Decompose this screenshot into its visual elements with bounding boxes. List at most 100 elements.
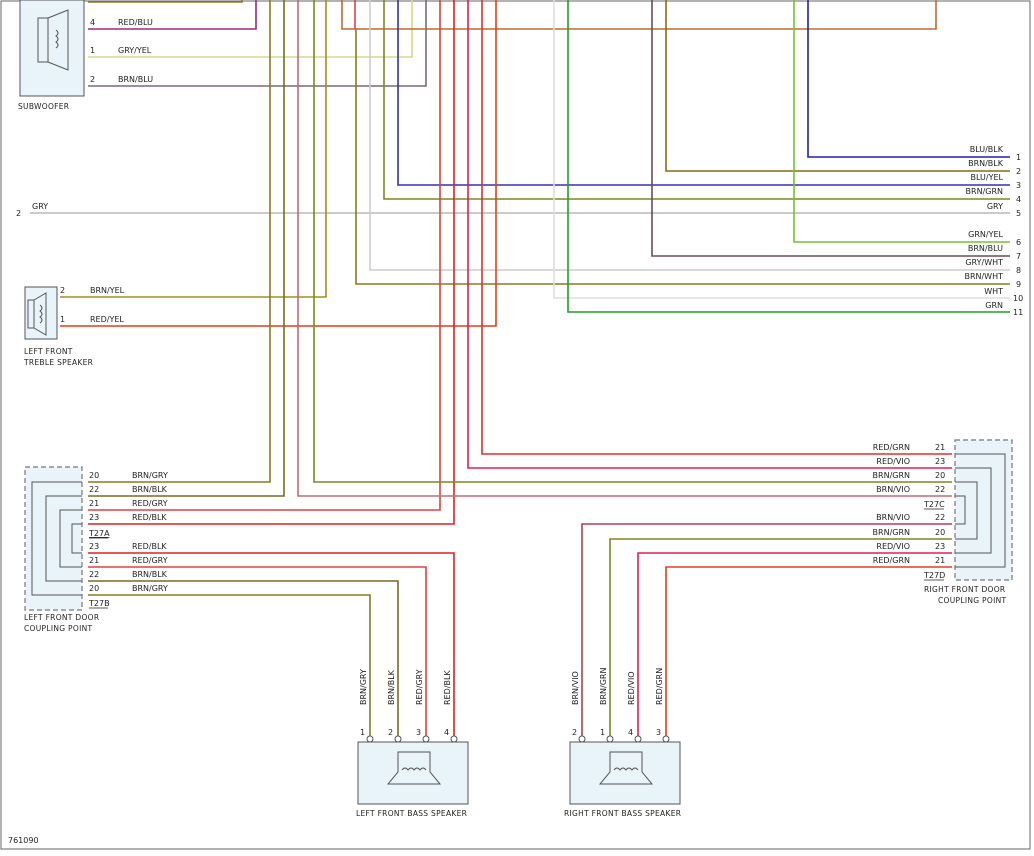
t27a-wire-2: RED/GRY [132, 499, 168, 508]
wire-t27a-20 [88, 0, 271, 483]
t27d-pin-1: 20 [935, 528, 945, 537]
t27d-pin-0: 22 [935, 513, 945, 522]
lfb-pin-0: 1 [360, 728, 365, 737]
right-wire-5: GRY [987, 202, 1003, 211]
t27d-pin-2: 23 [935, 542, 945, 551]
wire-sub-pin1-gry-yel [88, 0, 413, 58]
wire-t27b-20 [88, 594, 371, 736]
lfb-pin-1: 2 [388, 728, 393, 737]
right-wire-4: BRN/GRN [966, 187, 1003, 196]
labels: SUBWOOFER 4 RED/BLU 1 GRY/YEL 2 BRN/BLU … [8, 18, 1023, 845]
t27a-wire-1: BRN/BLK [132, 485, 168, 494]
rf-door-coupling [954, 439, 1013, 581]
label-rf-door-1: RIGHT FRONT DOOR [924, 585, 1005, 594]
right-pin-11: 11 [1013, 308, 1023, 317]
figure-id: 761090 [8, 836, 39, 845]
label-lf-treble-2: TREBLE SPEAKER [23, 358, 93, 367]
rfb-wire-2: RED/VIO [627, 671, 636, 705]
wire-right-11 [567, 0, 1010, 313]
lfb-wire-2: RED/GRY [415, 669, 424, 705]
rfb-pin-2: 4 [628, 728, 633, 737]
right-pin-4: 4 [1016, 195, 1021, 204]
wire-right-7 [651, 0, 1010, 257]
t27a-wire-0: BRN/GRY [132, 471, 168, 480]
wire-top-stub [88, 0, 243, 3]
t27c-wire-3: BRN/VIO [876, 485, 910, 494]
lf-treble-speaker [24, 286, 58, 340]
wire-right-4 [383, 0, 1010, 200]
wire-t27c-22 [297, 0, 952, 497]
t27d-connector: T27D [923, 571, 945, 580]
gry-left-wire: GRY [32, 202, 48, 211]
wire-right-2 [665, 0, 1010, 172]
t27b-pin-0: 23 [89, 542, 99, 551]
t27b-pin-2: 22 [89, 570, 99, 579]
rfb-pin-0: 2 [572, 728, 577, 737]
rfb-wire-0: BRN/VIO [571, 671, 580, 705]
t27c-connector: T27C [923, 500, 945, 509]
right-wire-1: BLU/BLK [970, 145, 1004, 154]
t27b-wire-2: BRN/BLK [132, 570, 168, 579]
wire-top-orange [341, 0, 937, 30]
wire-t27d-20 [609, 538, 952, 736]
wire-t27b-22 [88, 580, 399, 736]
t27b-pin-1: 21 [89, 556, 99, 565]
label-lf-bass: LEFT FRONT BASS SPEAKER [356, 809, 467, 818]
lfb-wire-0: BRN/GRY [359, 669, 368, 705]
treble-wire-0: BRN/YEL [90, 286, 125, 295]
wire-t27d-21 [665, 566, 952, 736]
wire-right-6 [793, 0, 1010, 243]
t27a-pin-0: 20 [89, 471, 99, 480]
rfb-wire-1: BRN/GRN [599, 668, 608, 705]
t27c-pin-1: 23 [935, 457, 945, 466]
wire-right-10 [553, 0, 1010, 299]
rf-bass-speaker [569, 741, 681, 805]
right-pin-2: 2 [1016, 167, 1021, 176]
rfb-pin-3: 3 [656, 728, 661, 737]
sub-pin-1: 1 [90, 46, 95, 55]
right-pin-5: 5 [1016, 209, 1021, 218]
t27b-wire-1: RED/GRY [132, 556, 168, 565]
rfb-wire-3: RED/GRN [655, 668, 664, 705]
wire-t27a-22 [88, 0, 285, 497]
wire-right-3 [397, 0, 1010, 186]
sub-pin-2: 2 [90, 75, 95, 84]
wire-t27d-22 [581, 523, 952, 736]
sub-wire-1: GRY/YEL [118, 46, 152, 55]
lfb-pin-3: 4 [444, 728, 449, 737]
t27d-wire-3: RED/GRN [873, 556, 910, 565]
right-wire-6: GRN/YEL [968, 230, 1003, 239]
lf-door-coupling [24, 466, 83, 611]
treble-pin-1: 1 [60, 315, 65, 324]
rfb-pin-1: 1 [600, 728, 605, 737]
label-lf-door-1: LEFT FRONT DOOR [24, 613, 99, 622]
t27c-wire-2: BRN/GRN [873, 471, 910, 480]
treble-wire-1: RED/YEL [90, 315, 124, 324]
label-rf-door-2: COUPLING POINT [938, 596, 1006, 605]
wire-t27a-23 [88, 0, 455, 525]
t27a-wire-3: RED/BLK [132, 513, 167, 522]
right-wire-3: BLU/YEL [971, 173, 1004, 182]
label-lf-treble-1: LEFT FRONT [24, 347, 73, 356]
t27c-wire-0: RED/GRN [873, 443, 910, 452]
subwoofer [19, 0, 85, 97]
label-subwoofer: SUBWOOFER [18, 102, 69, 111]
wire-t27c-20 [313, 0, 952, 483]
right-wire-11: GRN [985, 301, 1003, 310]
t27c-pin-2: 20 [935, 471, 945, 480]
label-lf-door-2: COUPLING POINT [24, 624, 92, 633]
lf-bass-speaker [357, 741, 469, 805]
sub-wire-0: RED/BLU [118, 18, 153, 27]
lfb-wire-3: RED/BLK [443, 670, 452, 705]
wire-t27d-23 [637, 552, 952, 736]
lfb-pin-2: 3 [416, 728, 421, 737]
t27d-pin-3: 21 [935, 556, 945, 565]
t27c-pin-0: 21 [935, 443, 945, 452]
t27d-wire-1: BRN/GRN [873, 528, 910, 537]
right-wire-9: BRN/WHT [964, 272, 1003, 281]
t27c-wire-1: RED/VIO [876, 457, 910, 466]
right-pin-10: 10 [1013, 294, 1023, 303]
right-wire-labels: BLU/BLK 1 BRN/BLK 2 BLU/YEL 3 BRN/GRN 4 … [964, 145, 1023, 317]
